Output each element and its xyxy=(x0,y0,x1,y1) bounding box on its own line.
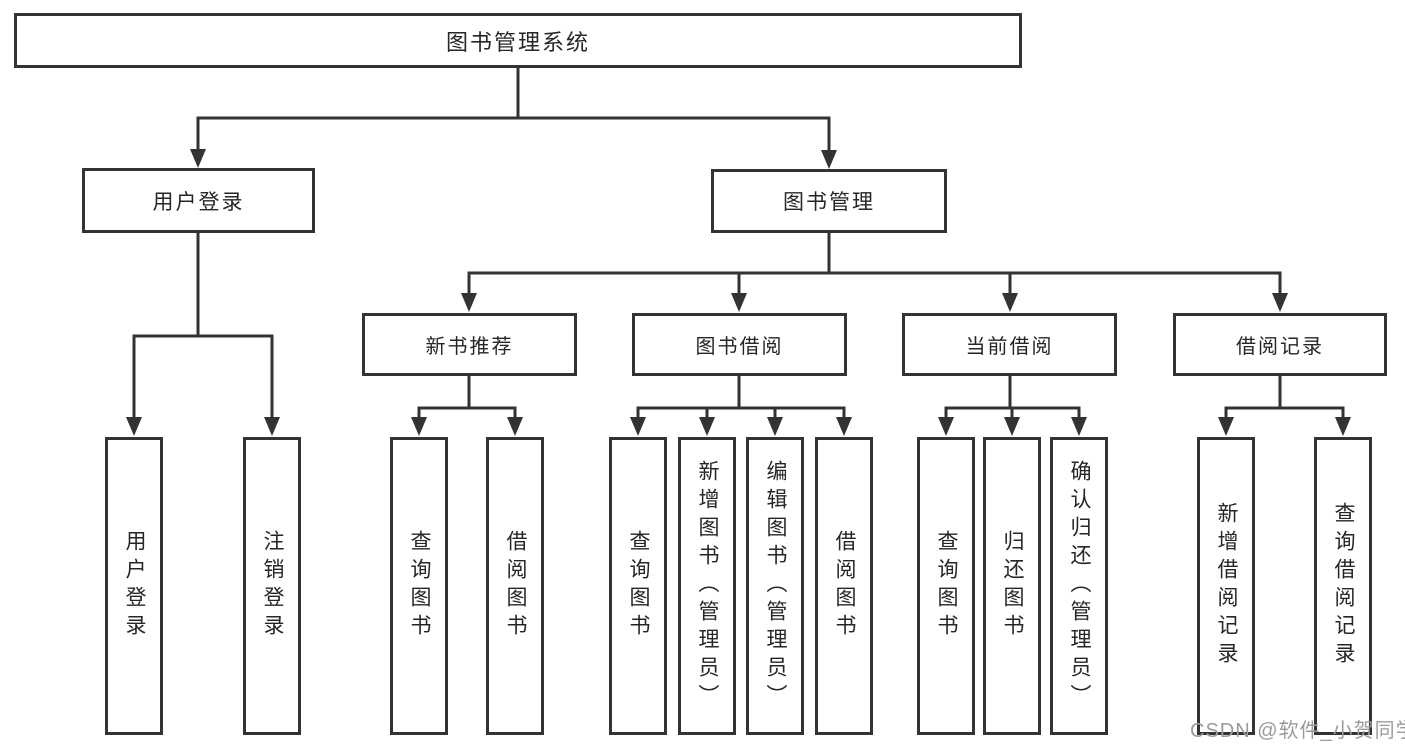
node-current-borrow: 当前借阅 xyxy=(902,313,1117,376)
leaf-borrow-borrow-books: 借阅图书 xyxy=(815,437,873,735)
leaf-current-return-books: 归还图书 xyxy=(983,437,1041,735)
connector-recommend-to-leaves xyxy=(411,376,523,436)
node-new-book-recommend: 新书推荐 xyxy=(362,313,577,376)
node-root: 图书管理系统 xyxy=(14,13,1022,68)
connector-user-login-to-leaves xyxy=(126,233,280,436)
leaf-borrow-edit-books-admin: 编辑图书（管理员） xyxy=(746,437,804,735)
node-book-borrow: 图书借阅 xyxy=(632,313,847,376)
leaf-user-login: 用户登录 xyxy=(105,437,163,735)
connector-records-to-leaves xyxy=(1218,376,1351,436)
csdn-watermark: CSDN @软件_小贺同学 xyxy=(1190,720,1405,742)
node-book-management: 图书管理 xyxy=(711,169,947,233)
leaf-borrow-add-books-admin: 新增图书（管理员） xyxy=(678,437,736,735)
node-borrow-records: 借阅记录 xyxy=(1173,313,1387,376)
leaf-records-add-record: 新增借阅记录 xyxy=(1197,437,1255,735)
connector-borrow-to-leaves xyxy=(630,376,852,436)
leaf-logout: 注销登录 xyxy=(243,437,301,735)
connector-current-to-leaves xyxy=(938,376,1087,436)
connector-book-mgmt-to-level3 xyxy=(461,233,1288,312)
leaf-records-query-record: 查询借阅记录 xyxy=(1314,437,1372,735)
leaf-recommend-query-books: 查询图书 xyxy=(390,437,448,735)
leaf-recommend-borrow-books: 借阅图书 xyxy=(486,437,544,735)
node-user-login: 用户登录 xyxy=(82,168,315,233)
leaf-current-query-books: 查询图书 xyxy=(917,437,975,735)
leaf-borrow-query-books: 查询图书 xyxy=(609,437,667,735)
leaf-current-confirm-return-admin: 确认归还（管理员） xyxy=(1050,437,1108,735)
connector-root-to-level2 xyxy=(190,66,837,169)
